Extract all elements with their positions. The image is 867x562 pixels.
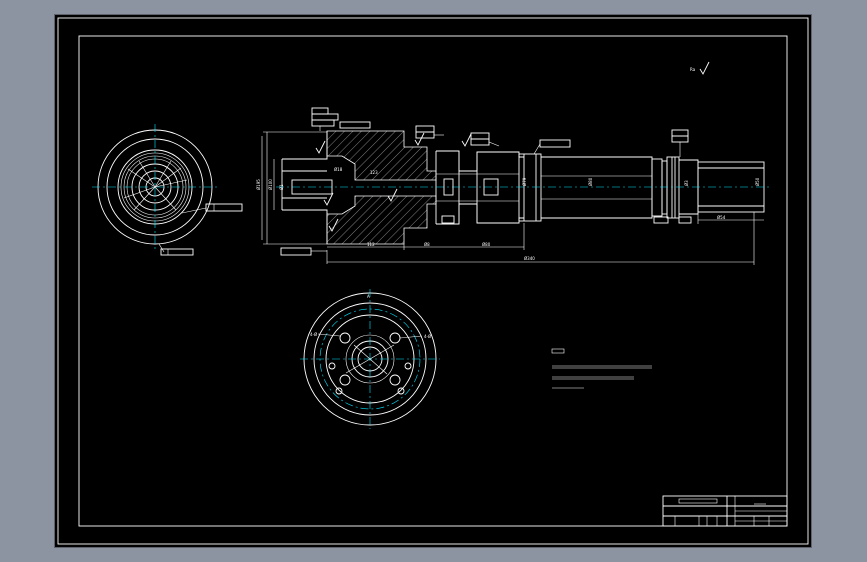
datum-frame-icon [280,247,312,256]
flange-face-view: 4-Ø 4-Ø A [300,289,440,429]
datum-frame-icon [678,216,692,224]
shaft-section-view: Ø195 Ø100 Ø1 112 Ø8 Ø80 Ø340 Ø54 123 Ø18… [256,61,770,265]
datum-frame-icon [339,121,371,129]
roughness-symbol-icon [315,140,326,154]
svg-text:Ø80: Ø80 [588,177,593,186]
drawing-canvas[interactable]: Ø195 Ø100 Ø1 112 Ø8 Ø80 Ø340 Ø54 123 Ø18… [54,14,812,548]
hatched-flange-lower [326,195,437,245]
datum-frame-icon [311,119,335,127]
datum-frame-icon [311,107,329,115]
technical-notes [551,348,652,389]
datum-frame-icon [415,131,435,139]
title-block [662,495,788,527]
datum-frame-icon [470,138,490,146]
svg-text:Ø100: Ø100 [268,179,273,190]
datum-frame-icon [311,113,339,121]
bolt-hole-pattern [328,332,412,395]
inner-border [78,35,788,527]
datum-frame-icon [539,139,571,148]
svg-text:Ø3: Ø3 [684,180,689,186]
roughness-symbol-icon [328,218,339,232]
datum-frame-icon [671,135,689,143]
left-end-view [92,124,243,256]
roughness-symbol-icon [699,61,710,75]
svg-text:Ø1: Ø1 [279,184,284,190]
svg-text:Ø195: Ø195 [256,179,261,190]
datum-frame-icon [653,216,669,224]
svg-text:Ra: Ra [690,67,696,72]
svg-text:Ø80: Ø80 [482,242,491,247]
datum-frame-icon [160,248,194,256]
datum-frame-icon [441,215,455,224]
datum-frame-icon [671,129,689,137]
datum-frame-icon [415,125,435,133]
svg-text:Ø340: Ø340 [524,256,535,261]
svg-text:Ø54: Ø54 [717,215,726,220]
svg-text:Ø79: Ø79 [522,177,527,186]
engineering-drawing: Ø195 Ø100 Ø1 112 Ø8 Ø80 Ø340 Ø54 123 Ø18… [57,17,809,545]
svg-text:A: A [367,294,370,299]
svg-text:4-Ø: 4-Ø [424,334,431,339]
svg-text:Ø50: Ø50 [755,177,760,186]
svg-text:112: 112 [367,242,375,247]
datum-frame-icon [470,132,490,140]
svg-text:123: 123 [370,170,378,175]
roughness-symbol-icon [414,132,425,146]
svg-text:Ø18: Ø18 [334,167,343,172]
outer-border [57,17,809,545]
roughness-symbol-icon [323,192,334,206]
svg-text:Ø8: Ø8 [424,242,430,247]
roughness-symbol-icon [461,133,472,147]
datum-frame-icon [205,203,243,212]
roughness-symbol-icon [387,188,398,202]
svg-text:4-Ø: 4-Ø [310,332,317,337]
